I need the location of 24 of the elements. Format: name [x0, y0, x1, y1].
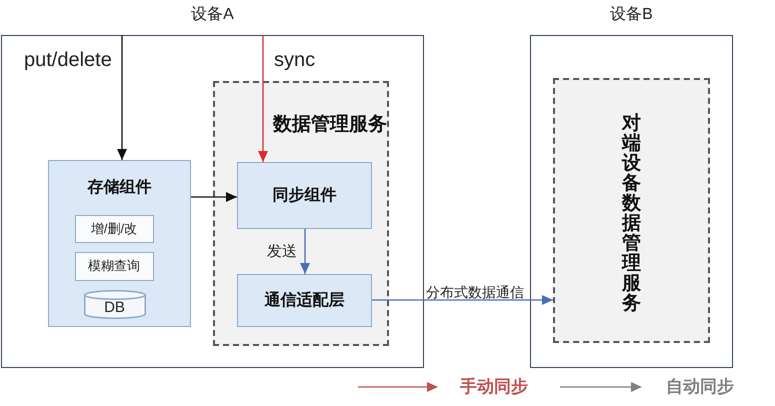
legend-label: 手动同步	[460, 376, 528, 398]
arrow	[300, 229, 310, 274]
arrow	[191, 192, 237, 202]
component-title: 存储组件	[88, 178, 152, 198]
component-box: 通信适配层	[237, 274, 372, 327]
function-box: 增/删/改	[74, 214, 154, 242]
edge-label: sync	[274, 49, 316, 71]
panel-title: 对端设备数据管理服务	[620, 114, 642, 314]
device-label: 设备B	[610, 5, 653, 25]
arrow	[258, 35, 268, 162]
legend-label: 自动同步	[666, 376, 734, 398]
service-panel	[553, 78, 710, 343]
device-label: 设备A	[191, 5, 234, 25]
edge-label: put/delete	[24, 49, 112, 71]
edge-label: 分布式数据通信	[426, 283, 524, 302]
function-box: 模糊查询	[74, 252, 154, 280]
arrow	[372, 295, 553, 305]
service-panel	[213, 81, 389, 346]
edge-label: 发送	[267, 242, 297, 262]
component-box: 同步组件	[237, 162, 372, 229]
component-box	[48, 160, 191, 327]
database-cylinder: DB	[84, 290, 146, 318]
arrow	[117, 35, 127, 160]
panel-title: 数据管理服务	[273, 114, 387, 136]
